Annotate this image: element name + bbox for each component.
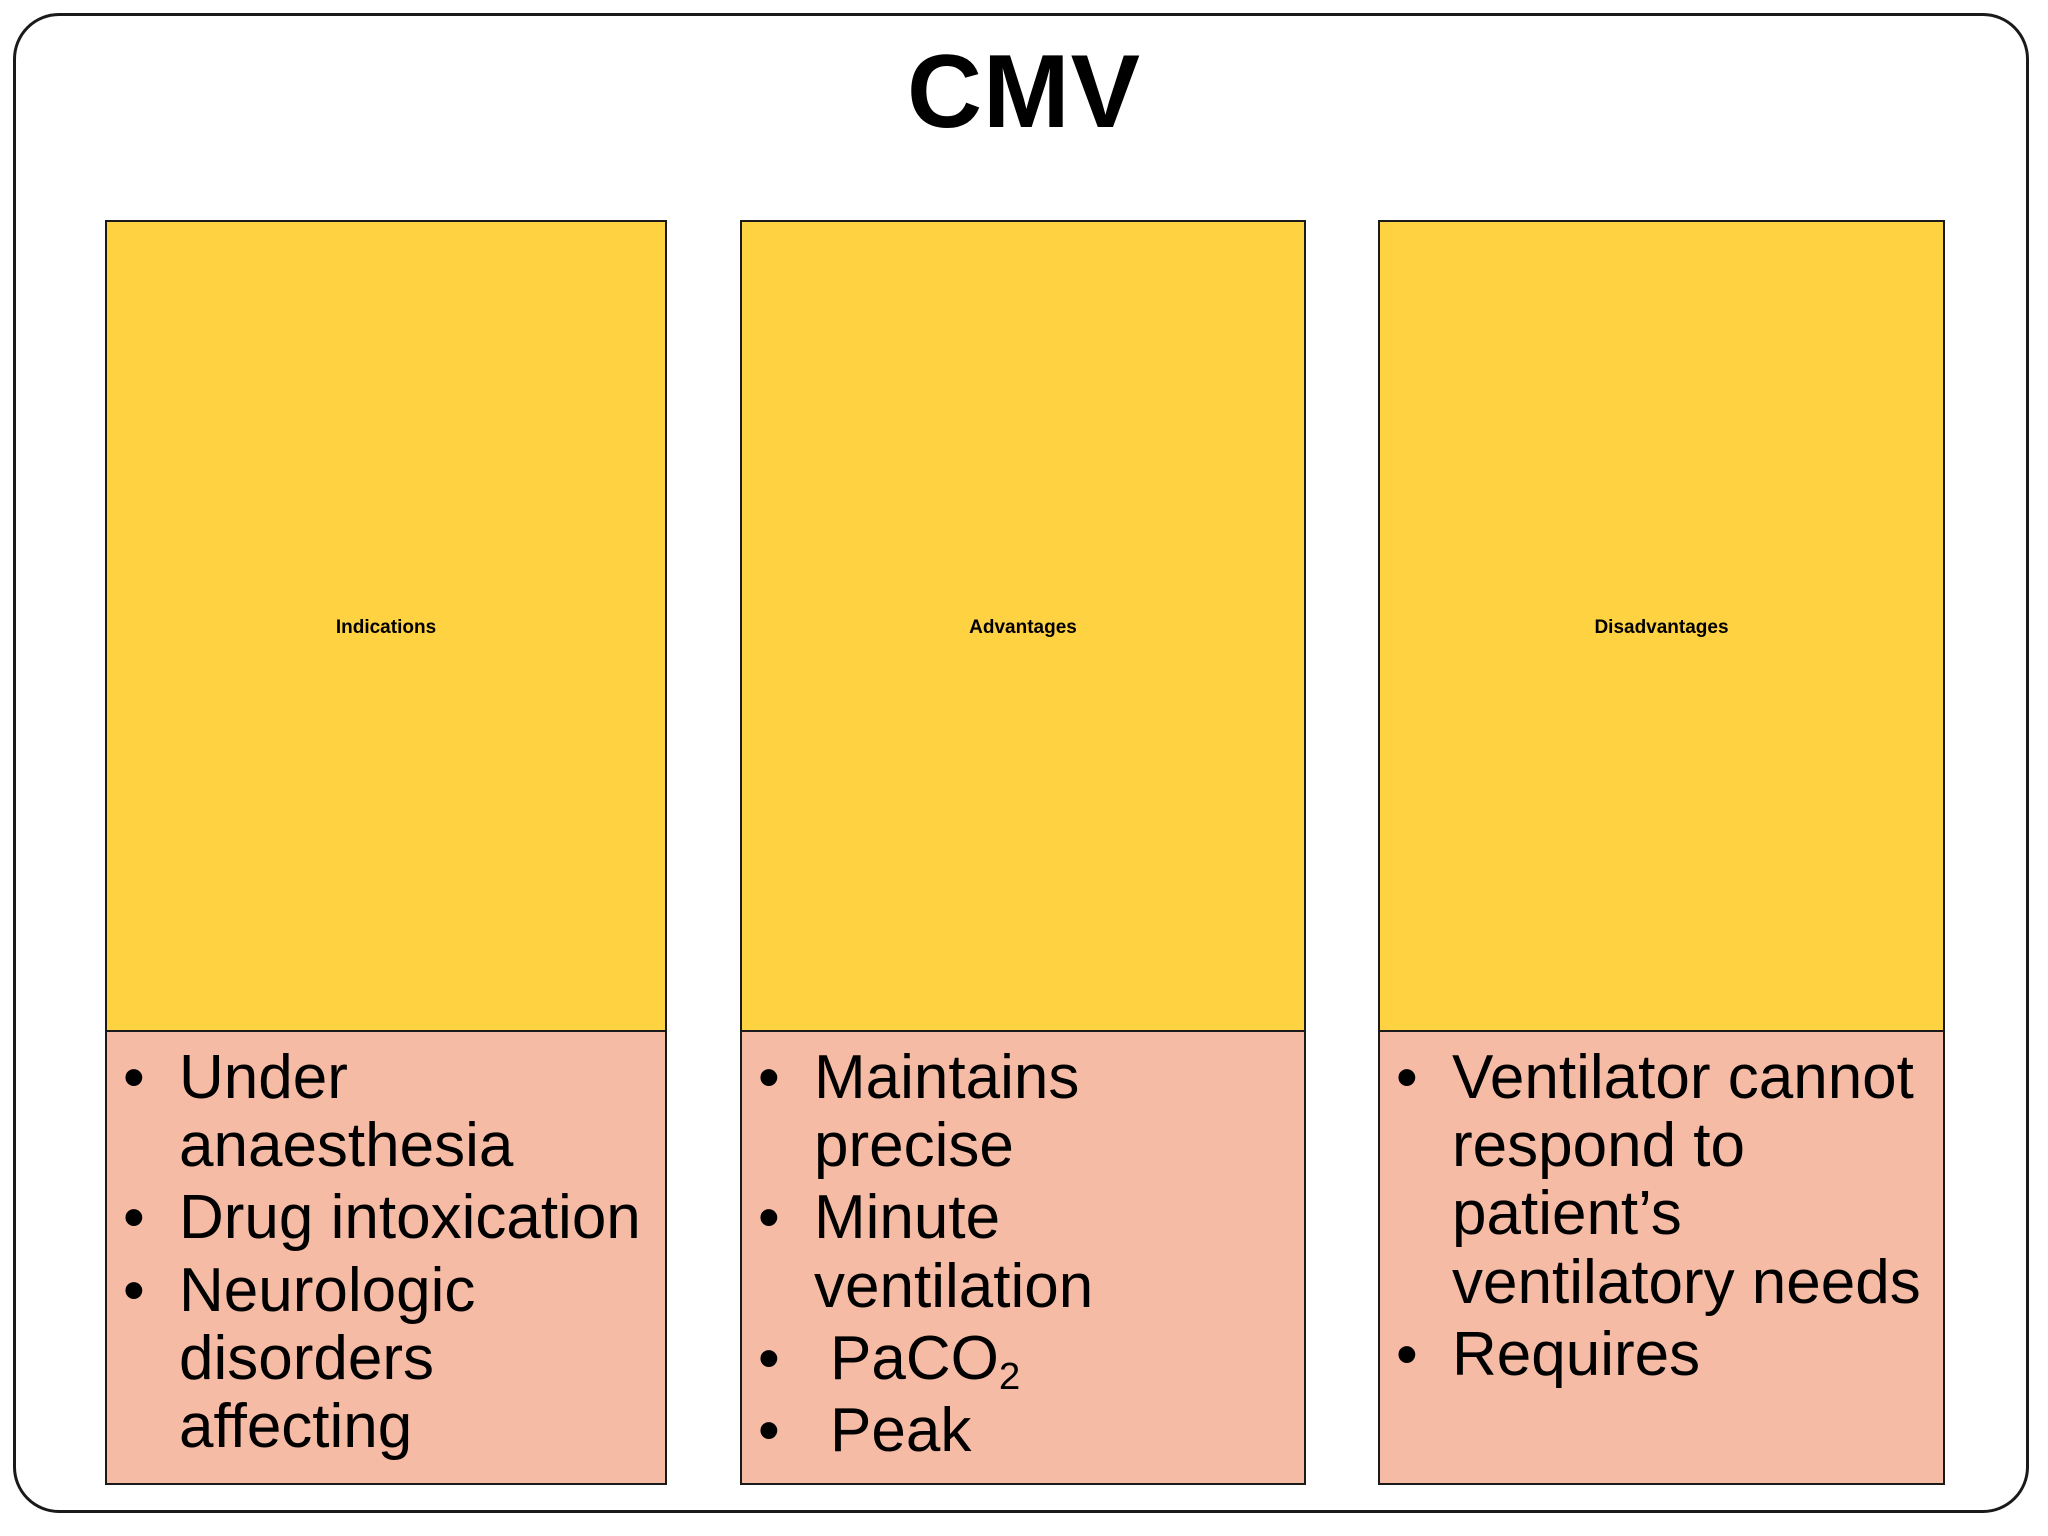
page-title: CMV <box>906 34 1142 150</box>
paco2-subscript: 2 <box>998 1354 1021 1398</box>
column-disadvantages: Disadvantages Ventilator cannot respond … <box>1378 220 1945 1486</box>
bullet-list-disadvantages: Ventilator cannot respond to patient’s v… <box>1380 1032 1945 1393</box>
header-box-indications: Indications <box>105 220 667 1032</box>
list-item-paco2: PaCO2 <box>752 1323 1296 1397</box>
list-item: Maintains precise <box>752 1043 1296 1180</box>
list-item: Peak <box>752 1396 1296 1465</box>
list-item: Drug intoxication <box>117 1184 657 1253</box>
paco2-base: PaCO <box>830 1323 999 1393</box>
header-box-advantages: Advantages <box>740 220 1306 1032</box>
bullet-list-advantages: Maintains precise Minute ventilation PaC… <box>742 1032 1306 1469</box>
list-item: Requires <box>1390 1320 1935 1389</box>
list-item: Neurologic disorders affecting <box>117 1256 657 1462</box>
header-label-indications: Indications <box>335 617 437 638</box>
header-label-advantages: Advantages <box>969 617 1077 638</box>
list-item: Ventilator cannot respond to patient’s v… <box>1390 1043 1935 1317</box>
bullet-list-indications: Under anaesthesia Drug intoxication Neur… <box>107 1032 667 1465</box>
list-item: Minute ventilation <box>752 1184 1296 1321</box>
column-advantages: Advantages Maintains precise Minute vent… <box>740 220 1306 1486</box>
header-label-disadvantages: Disadvantages <box>1594 617 1729 638</box>
list-item: Under anaesthesia <box>117 1043 657 1180</box>
header-box-disadvantages: Disadvantages <box>1378 220 1945 1032</box>
column-indications: Indications Under anaesthesia Drug intox… <box>105 220 667 1486</box>
